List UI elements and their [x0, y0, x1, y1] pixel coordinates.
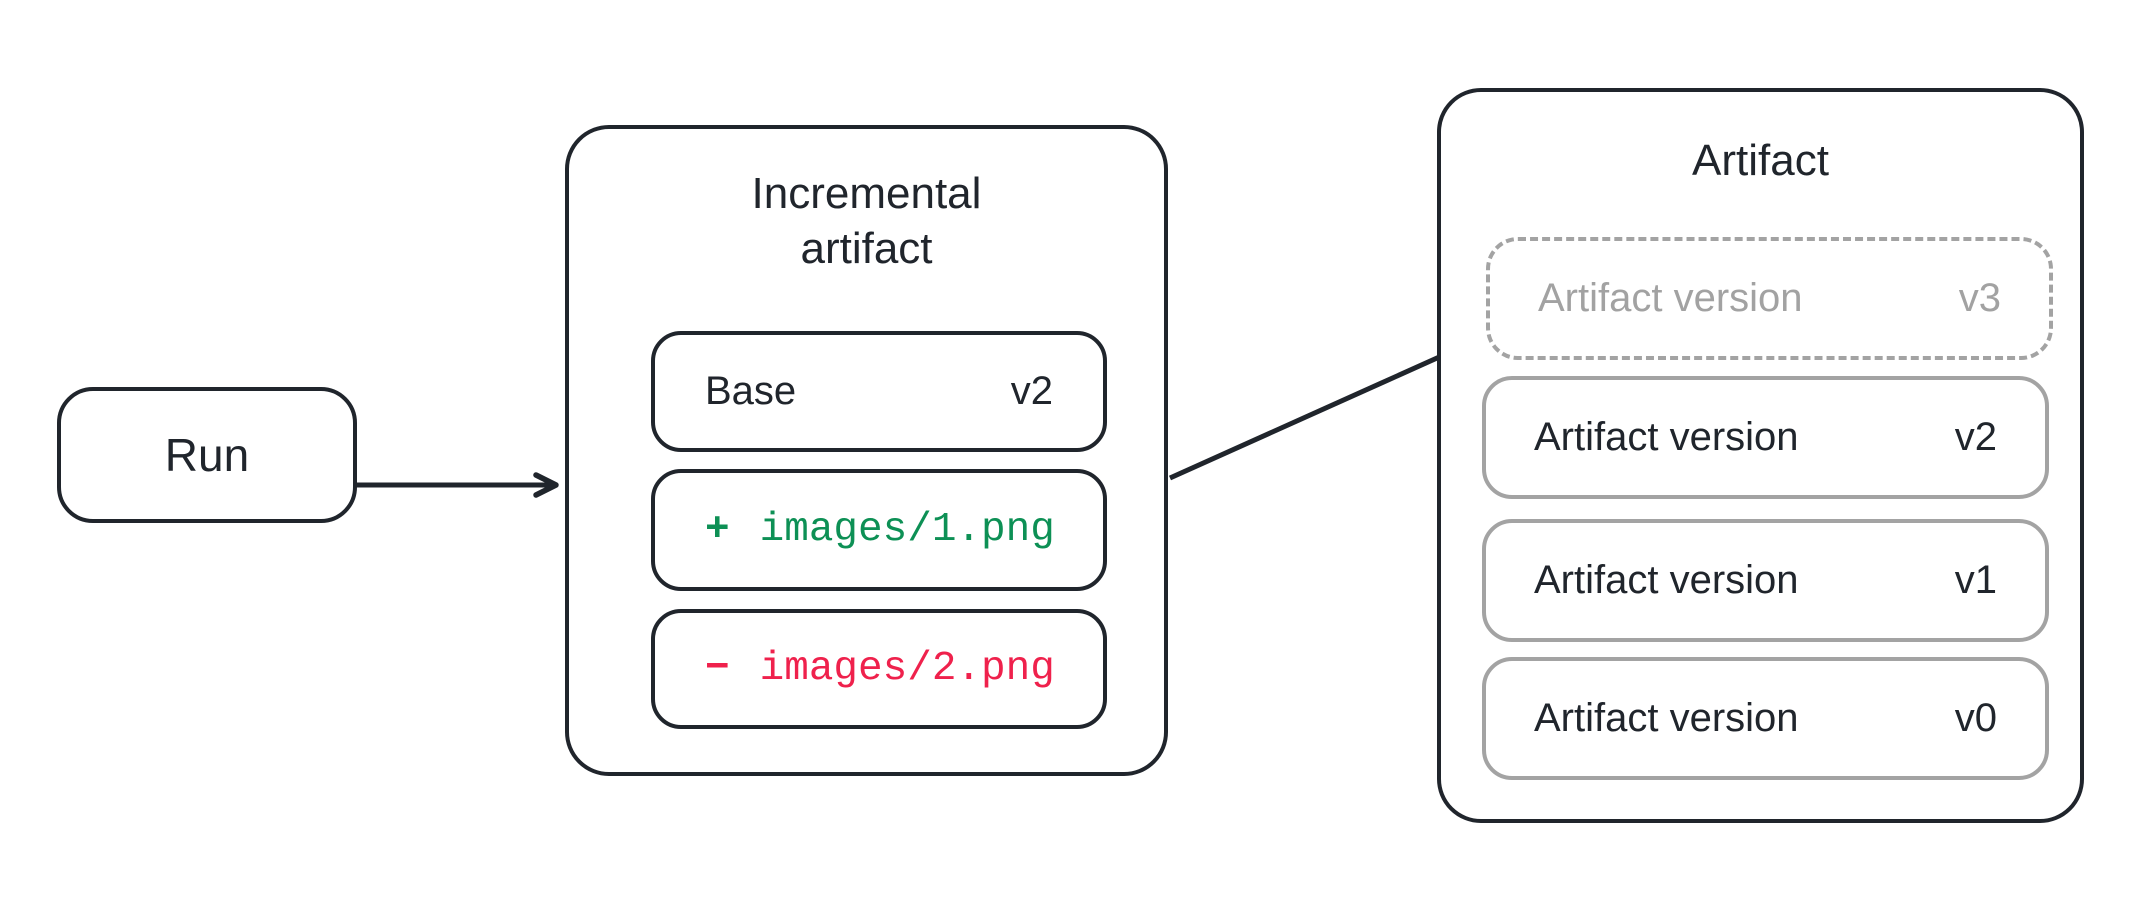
- plus-icon: +: [705, 507, 730, 553]
- run-node: Run: [57, 387, 357, 523]
- pending-version-label: Artifact version: [1538, 276, 1803, 320]
- artifact-version-tag: v2: [1954, 415, 1997, 459]
- artifact-version-label: Artifact version: [1534, 696, 1799, 740]
- added-file-path: images/1.png: [759, 507, 1055, 553]
- artifact-node: Artifact Artifact version v3 Artifact ve…: [1437, 88, 2084, 823]
- incremental-to-artifact-arrow: [1168, 341, 1469, 481]
- artifact-version-label: Artifact version: [1534, 558, 1799, 602]
- artifact-version-row: Artifact version v0: [1482, 657, 2049, 780]
- artifact-version-tag: v1: [1954, 558, 1997, 602]
- pending-version-row: Artifact version v3: [1486, 237, 2053, 360]
- artifact-version-label: Artifact version: [1534, 415, 1799, 459]
- incremental-artifact-title: Incremental artifact: [751, 169, 982, 273]
- minus-icon: −: [705, 646, 730, 692]
- artifact-title: Artifact: [1692, 136, 1829, 185]
- base-version-row: Base v2: [651, 331, 1107, 452]
- run-label: Run: [164, 429, 250, 481]
- base-label: Base: [705, 369, 797, 413]
- artifact-version-row: Artifact version v2: [1482, 376, 2049, 499]
- pending-version-tag: v3: [1958, 276, 2001, 320]
- base-version-tag: v2: [1010, 369, 1053, 413]
- incremental-artifact-node: Incremental artifact Base v2 + images/1.…: [565, 125, 1168, 776]
- artifact-version-row: Artifact version v1: [1482, 519, 2049, 642]
- artifact-version-tag: v0: [1954, 696, 1997, 740]
- added-file-row: + images/1.png: [651, 469, 1107, 591]
- removed-file-path: images/2.png: [759, 646, 1055, 692]
- removed-file-row: − images/2.png: [651, 609, 1107, 729]
